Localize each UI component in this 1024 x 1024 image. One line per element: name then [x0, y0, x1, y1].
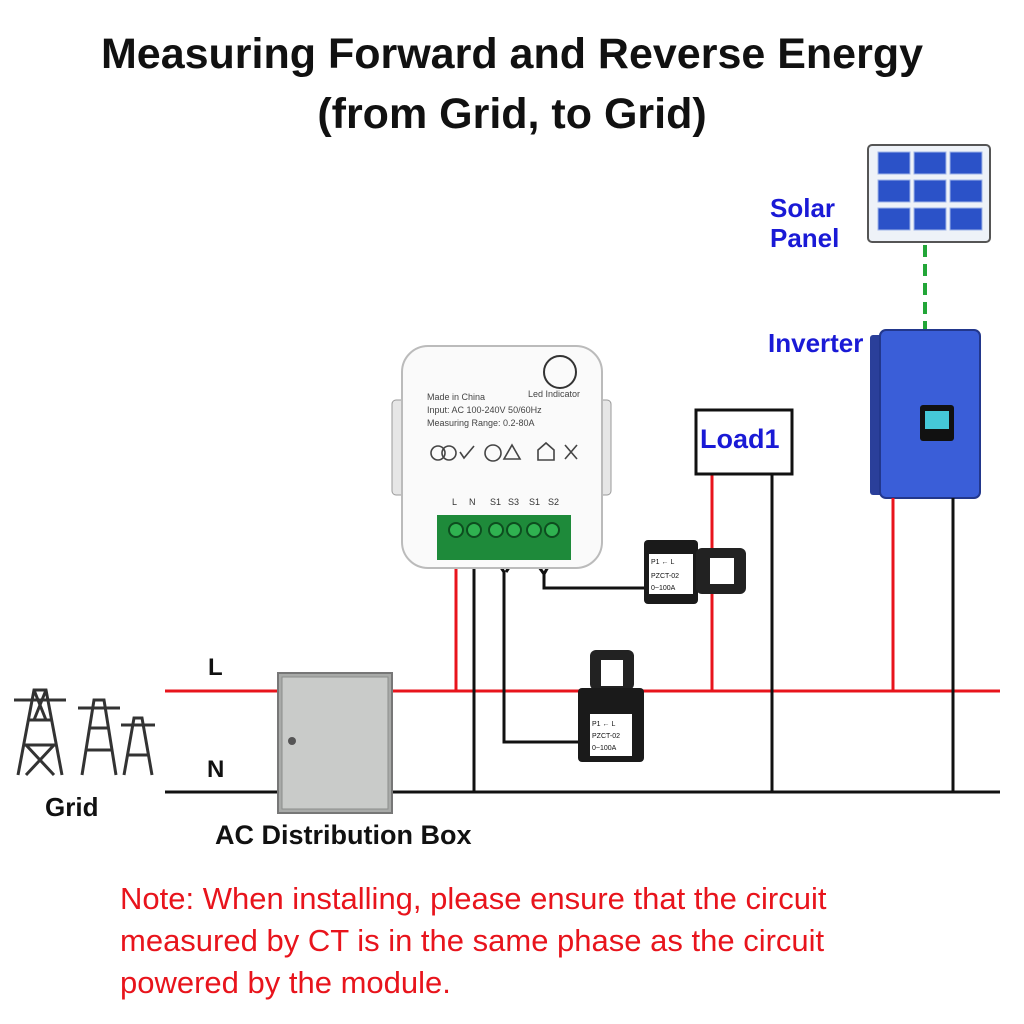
certification-icons: [430, 441, 578, 462]
ct-upper-model: PZCT-02: [651, 573, 679, 580]
line-N-label: N: [207, 756, 225, 783]
terminal-label: S1: [529, 497, 540, 507]
ct-upper-range: 0~100A: [651, 585, 676, 592]
module-led-text: Led Indicator: [528, 389, 580, 399]
ct-clamp-lower: P1 ← L PZCT-02 0~100A: [578, 650, 644, 762]
distribution-box-label: AC Distribution Box: [215, 820, 472, 850]
terminal-label: S3: [508, 497, 519, 507]
inverter-icon: [870, 329, 981, 499]
ct-upper-line1: P1 ← L: [651, 559, 674, 566]
terminal-label: S1: [490, 497, 501, 507]
led-indicator-icon: [543, 355, 577, 389]
terminal-block: [437, 515, 571, 560]
module-input: Input: AC 100-240V 50/60Hz: [427, 405, 542, 415]
ct-lower-range: 0~100A: [592, 745, 617, 752]
module-range: Measuring Range: 0.2-80A: [427, 418, 535, 428]
terminal-label: L: [452, 497, 457, 507]
installation-note: Note: When installing, please ensure tha…: [120, 881, 827, 1000]
grid-tower-icon: [14, 688, 155, 777]
ct-lower-model: PZCT-02: [592, 733, 620, 740]
grid-label: Grid: [45, 792, 99, 822]
solar-panel-label: Solar Panel: [770, 193, 840, 253]
title-line-2: (from Grid, to Grid): [317, 90, 707, 138]
terminal-label: N: [469, 497, 476, 507]
title-line-1: Measuring Forward and Reverse Energy: [100, 30, 924, 78]
inverter-label: Inverter: [768, 328, 864, 358]
ct-clamp-upper: P1 ← L PZCT-02 0~100A: [644, 540, 746, 604]
load-box: [694, 408, 794, 476]
line-L-label: L: [208, 654, 223, 681]
module-made-in: Made in China: [427, 392, 485, 402]
live-wire: [165, 475, 1000, 693]
neutral-wire: [165, 475, 1000, 794]
terminal-labels: L N S1 S3 S1 S2: [452, 497, 559, 507]
distribution-box: [277, 672, 393, 814]
load-label: Load1: [700, 424, 780, 454]
solar-panel-icon: [867, 144, 991, 243]
ct-lower-line1: P1 ← L: [592, 721, 615, 728]
energy-meter-module: Led Indicator Made in China Input: AC 10…: [391, 345, 612, 569]
terminal-label: S2: [548, 497, 559, 507]
